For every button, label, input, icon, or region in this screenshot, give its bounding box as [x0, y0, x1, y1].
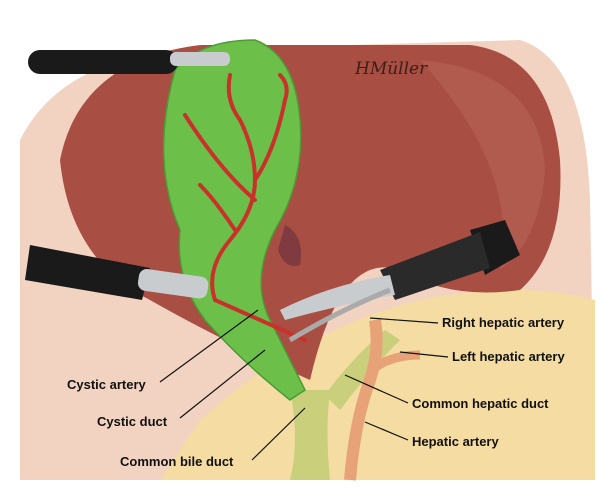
- label-hepatic-artery: Hepatic artery: [412, 434, 499, 449]
- cystic-artery-branches: [183, 73, 307, 342]
- liver-highlight: [420, 60, 545, 270]
- label-common-hepatic-duct: Common hepatic duct: [412, 396, 549, 411]
- clip-applier-right: [280, 220, 520, 343]
- hepatic-artery-vessel: [344, 319, 383, 481]
- gallbladder: [162, 39, 306, 401]
- label-cystic-artery: Cystic artery: [67, 377, 147, 392]
- left-hepatic-artery-vessel: [369, 350, 421, 374]
- label-right-hepatic-artery: Right hepatic artery: [442, 315, 565, 330]
- artist-signature: HMüller: [354, 59, 428, 79]
- label-common-bile-duct: Common bile duct: [120, 454, 234, 469]
- leader-lines: [159, 309, 449, 461]
- label-left-hepatic-artery: Left hepatic artery: [452, 349, 565, 364]
- grasper-left: [25, 245, 209, 300]
- common-bile-duct: [290, 390, 330, 480]
- grasper-top: [28, 50, 230, 74]
- label-cystic-duct: Cystic duct: [97, 414, 168, 429]
- liver-bruise: [278, 225, 301, 266]
- fat-tissue: [160, 290, 595, 480]
